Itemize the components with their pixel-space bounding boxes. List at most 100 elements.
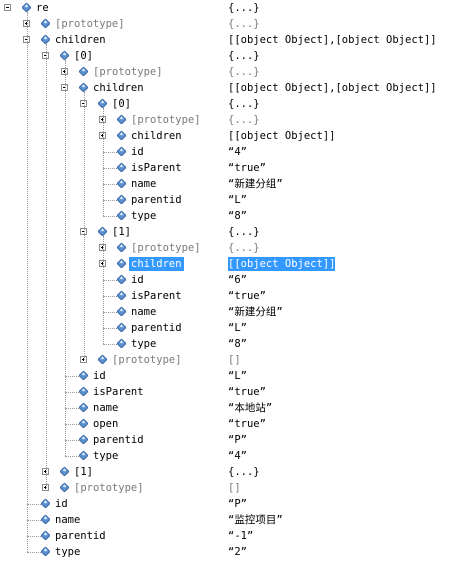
property-value: “true” bbox=[228, 386, 266, 398]
property-name: [0] bbox=[74, 50, 93, 62]
property-value: “L” bbox=[228, 370, 247, 382]
expand-icon[interactable] bbox=[99, 132, 106, 139]
property-icon bbox=[117, 179, 126, 188]
collapse-icon[interactable] bbox=[23, 36, 30, 43]
property-icon bbox=[41, 35, 50, 44]
expand-icon[interactable] bbox=[42, 468, 49, 475]
tree-row[interactable]: [prototype][] bbox=[0, 352, 453, 368]
tree-guide-line bbox=[103, 236, 104, 344]
tree-row[interactable]: name“新建分组” bbox=[0, 176, 453, 192]
property-value: “true” bbox=[228, 290, 266, 302]
tree-row[interactable]: type “8” bbox=[0, 336, 453, 352]
property-value: “8” bbox=[228, 338, 247, 350]
tree-row[interactable]: [prototype]{...} bbox=[0, 16, 453, 32]
property-name: name bbox=[55, 514, 81, 526]
tree-row[interactable]: parentid“L” bbox=[0, 192, 453, 208]
tree-connector bbox=[65, 424, 79, 425]
tree-row[interactable]: type“4” bbox=[0, 448, 453, 464]
collapse-icon[interactable] bbox=[80, 100, 87, 107]
tree-row[interactable]: open“true” bbox=[0, 416, 453, 432]
expand-icon[interactable] bbox=[61, 68, 68, 75]
property-name: isParent bbox=[131, 290, 182, 302]
tree-row[interactable]: parentid“L” bbox=[0, 320, 453, 336]
tree-row[interactable]: [prototype]{...} bbox=[0, 240, 453, 256]
tree-row[interactable]: isParent “true” bbox=[0, 288, 453, 304]
tree-row[interactable]: [1] {...} bbox=[0, 224, 453, 240]
collapse-icon[interactable] bbox=[80, 228, 87, 235]
property-value: “L” bbox=[228, 322, 247, 334]
property-icon bbox=[41, 499, 50, 508]
property-value: “4” bbox=[228, 146, 247, 158]
tree-row[interactable]: [prototype]{...} bbox=[0, 112, 453, 128]
tree-row[interactable]: children[[object Object]] bbox=[0, 128, 453, 144]
expand-icon[interactable] bbox=[80, 356, 87, 363]
property-value: “8” bbox=[228, 210, 247, 222]
tree-connector bbox=[103, 216, 117, 217]
tree-connector bbox=[65, 440, 79, 441]
expand-icon[interactable] bbox=[23, 20, 30, 27]
property-value: {...} bbox=[228, 226, 260, 238]
property-name: name bbox=[131, 178, 157, 190]
property-icon bbox=[117, 147, 126, 156]
property-name: type bbox=[131, 338, 157, 350]
property-value: {...} bbox=[228, 18, 260, 30]
expand-icon[interactable] bbox=[99, 116, 106, 123]
tree-row[interactable]: parentid“-1” bbox=[0, 528, 453, 544]
property-name: children bbox=[93, 82, 144, 94]
tree-row[interactable]: id“6” bbox=[0, 272, 453, 288]
tree-row[interactable]: re{...} bbox=[0, 0, 453, 16]
property-icon bbox=[41, 531, 50, 540]
property-icon bbox=[117, 243, 126, 252]
property-name: id bbox=[55, 498, 68, 510]
tree-row[interactable]: isParent“true” bbox=[0, 384, 453, 400]
tree-row[interactable]: id“L” bbox=[0, 368, 453, 384]
tree-row[interactable]: name“监控项目” bbox=[0, 512, 453, 528]
tree-connector bbox=[27, 536, 41, 537]
property-icon bbox=[60, 467, 69, 476]
collapse-icon[interactable] bbox=[61, 84, 68, 91]
tree-row[interactable]: type“8” bbox=[0, 208, 453, 224]
property-icon bbox=[117, 195, 126, 204]
tree-row[interactable]: id“P” bbox=[0, 496, 453, 512]
tree-row[interactable]: type“2” bbox=[0, 544, 453, 560]
tree-connector bbox=[103, 344, 117, 345]
property-icon bbox=[117, 275, 126, 284]
property-icon bbox=[79, 83, 88, 92]
expand-icon[interactable] bbox=[99, 244, 106, 251]
tree-row[interactable]: children[[object Object]] bbox=[0, 256, 453, 272]
tree-row[interactable]: [prototype]{...} bbox=[0, 64, 453, 80]
tree-row[interactable]: name“本地站” bbox=[0, 400, 453, 416]
property-value: [[object Object]] bbox=[228, 130, 336, 142]
tree-row[interactable]: id“4” bbox=[0, 144, 453, 160]
property-name: name bbox=[131, 306, 157, 318]
expand-icon[interactable] bbox=[99, 260, 106, 267]
property-value: {...} bbox=[228, 66, 260, 78]
tree-row[interactable]: children[[object Object],[object Object]… bbox=[0, 80, 453, 96]
property-icon bbox=[117, 323, 126, 332]
property-name: [1] bbox=[74, 466, 93, 478]
property-icon bbox=[117, 115, 126, 124]
property-name: [1] bbox=[112, 226, 131, 238]
tree-row[interactable]: [prototype][] bbox=[0, 480, 453, 496]
property-icon bbox=[117, 339, 126, 348]
tree-connector bbox=[103, 184, 117, 185]
property-icon bbox=[41, 515, 50, 524]
tree-connector bbox=[103, 200, 117, 201]
tree-row[interactable]: isParent“true” bbox=[0, 160, 453, 176]
property-name: children bbox=[129, 257, 184, 271]
property-icon bbox=[117, 291, 126, 300]
tree-row[interactable]: [0]{...} bbox=[0, 96, 453, 112]
tree-row[interactable]: name“新建分组” bbox=[0, 304, 453, 320]
tree-row[interactable]: children[[object Object],[object Object]… bbox=[0, 32, 453, 48]
collapse-icon[interactable] bbox=[42, 52, 49, 59]
property-name: isParent bbox=[131, 162, 182, 174]
tree-row[interactable]: [0] {...} bbox=[0, 48, 453, 64]
collapse-icon[interactable] bbox=[4, 4, 11, 11]
expand-icon[interactable] bbox=[42, 484, 49, 491]
tree-row[interactable]: parentid“P” bbox=[0, 432, 453, 448]
tree-row[interactable]: [1]{...} bbox=[0, 464, 453, 480]
property-value: [] bbox=[228, 482, 241, 494]
property-value: {...} bbox=[228, 50, 260, 62]
property-icon bbox=[117, 163, 126, 172]
